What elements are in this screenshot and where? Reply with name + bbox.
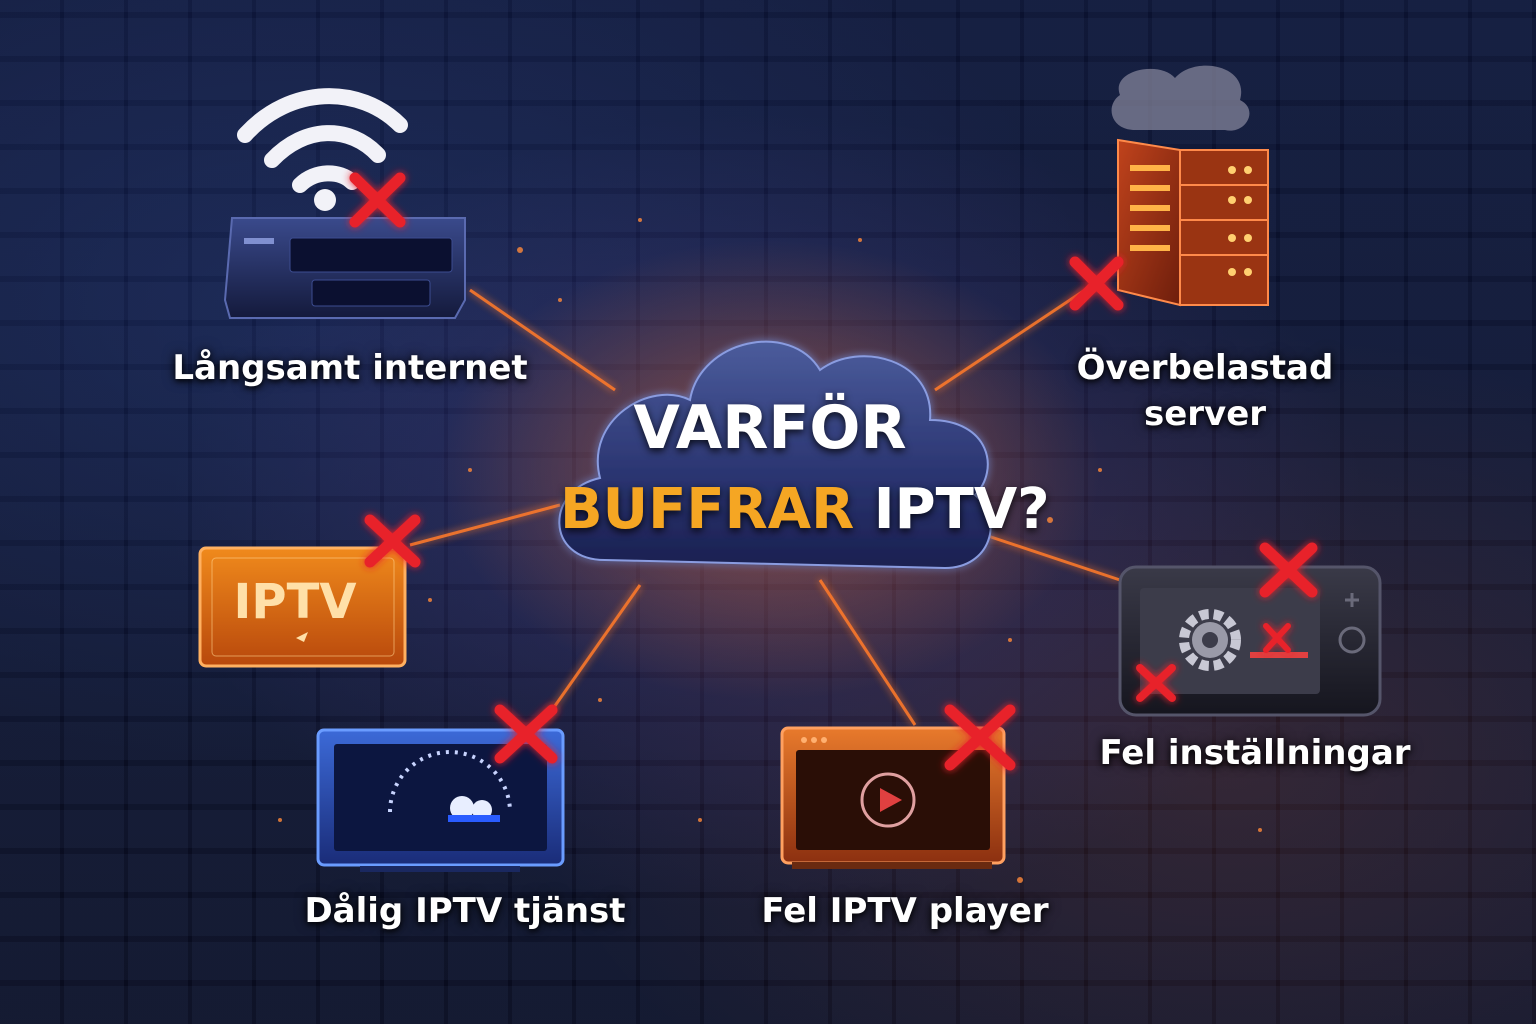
gear-icon	[1179, 609, 1241, 671]
wifi-dot	[314, 189, 336, 211]
error-x-settings-small-1	[1136, 664, 1176, 702]
error-x-server	[1069, 256, 1124, 311]
title-line-1: VARFÖR	[633, 393, 907, 463]
label-overloaded-server-line1: Överbelastad	[1076, 348, 1334, 388]
connector-lines	[409, 288, 1121, 726]
line-to-settings	[984, 533, 1121, 582]
server-icon	[1111, 65, 1269, 307]
error-x-player	[944, 704, 1016, 771]
label-wrong-settings: Fel inställningar	[1099, 733, 1411, 773]
label-slow-internet: Långsamt internet	[172, 348, 528, 388]
error-x-settings	[1259, 542, 1318, 598]
tv-speedometer	[316, 728, 565, 872]
line-to-player	[818, 579, 917, 726]
wifi-icon	[237, 88, 408, 193]
label-wrong-player: Fel IPTV player	[761, 891, 1049, 931]
title-line-2: BUFFRAR IPTV?	[560, 470, 1080, 550]
line-to-service	[543, 584, 642, 721]
iptv-sign-text: IPTV	[234, 574, 357, 630]
error-x-iptv-sign	[364, 514, 421, 568]
speedometer-icon	[388, 750, 512, 822]
router-icon	[223, 88, 466, 319]
play-icon	[860, 772, 916, 828]
label-overloaded-server: Överbelastad server	[1050, 345, 1360, 437]
error-x-icon	[349, 172, 1318, 771]
error-x-internet	[349, 172, 406, 228]
label-overloaded-server-line2: server	[1143, 394, 1267, 434]
iptv-sign-icon: IPTV	[198, 546, 407, 668]
error-x-settings-small-2	[1263, 623, 1291, 653]
label-bad-service: Dålig IPTV tjänst	[304, 891, 626, 931]
center-cloud	[558, 340, 992, 570]
line-to-server	[934, 288, 1086, 392]
title-rest: IPTV?	[873, 477, 1050, 542]
line-to-iptv-sign	[409, 503, 561, 547]
tablet-settings	[1118, 565, 1382, 717]
error-x-service	[494, 704, 558, 764]
title-highlight: BUFFRAR	[560, 477, 855, 542]
line-to-internet	[469, 288, 616, 392]
